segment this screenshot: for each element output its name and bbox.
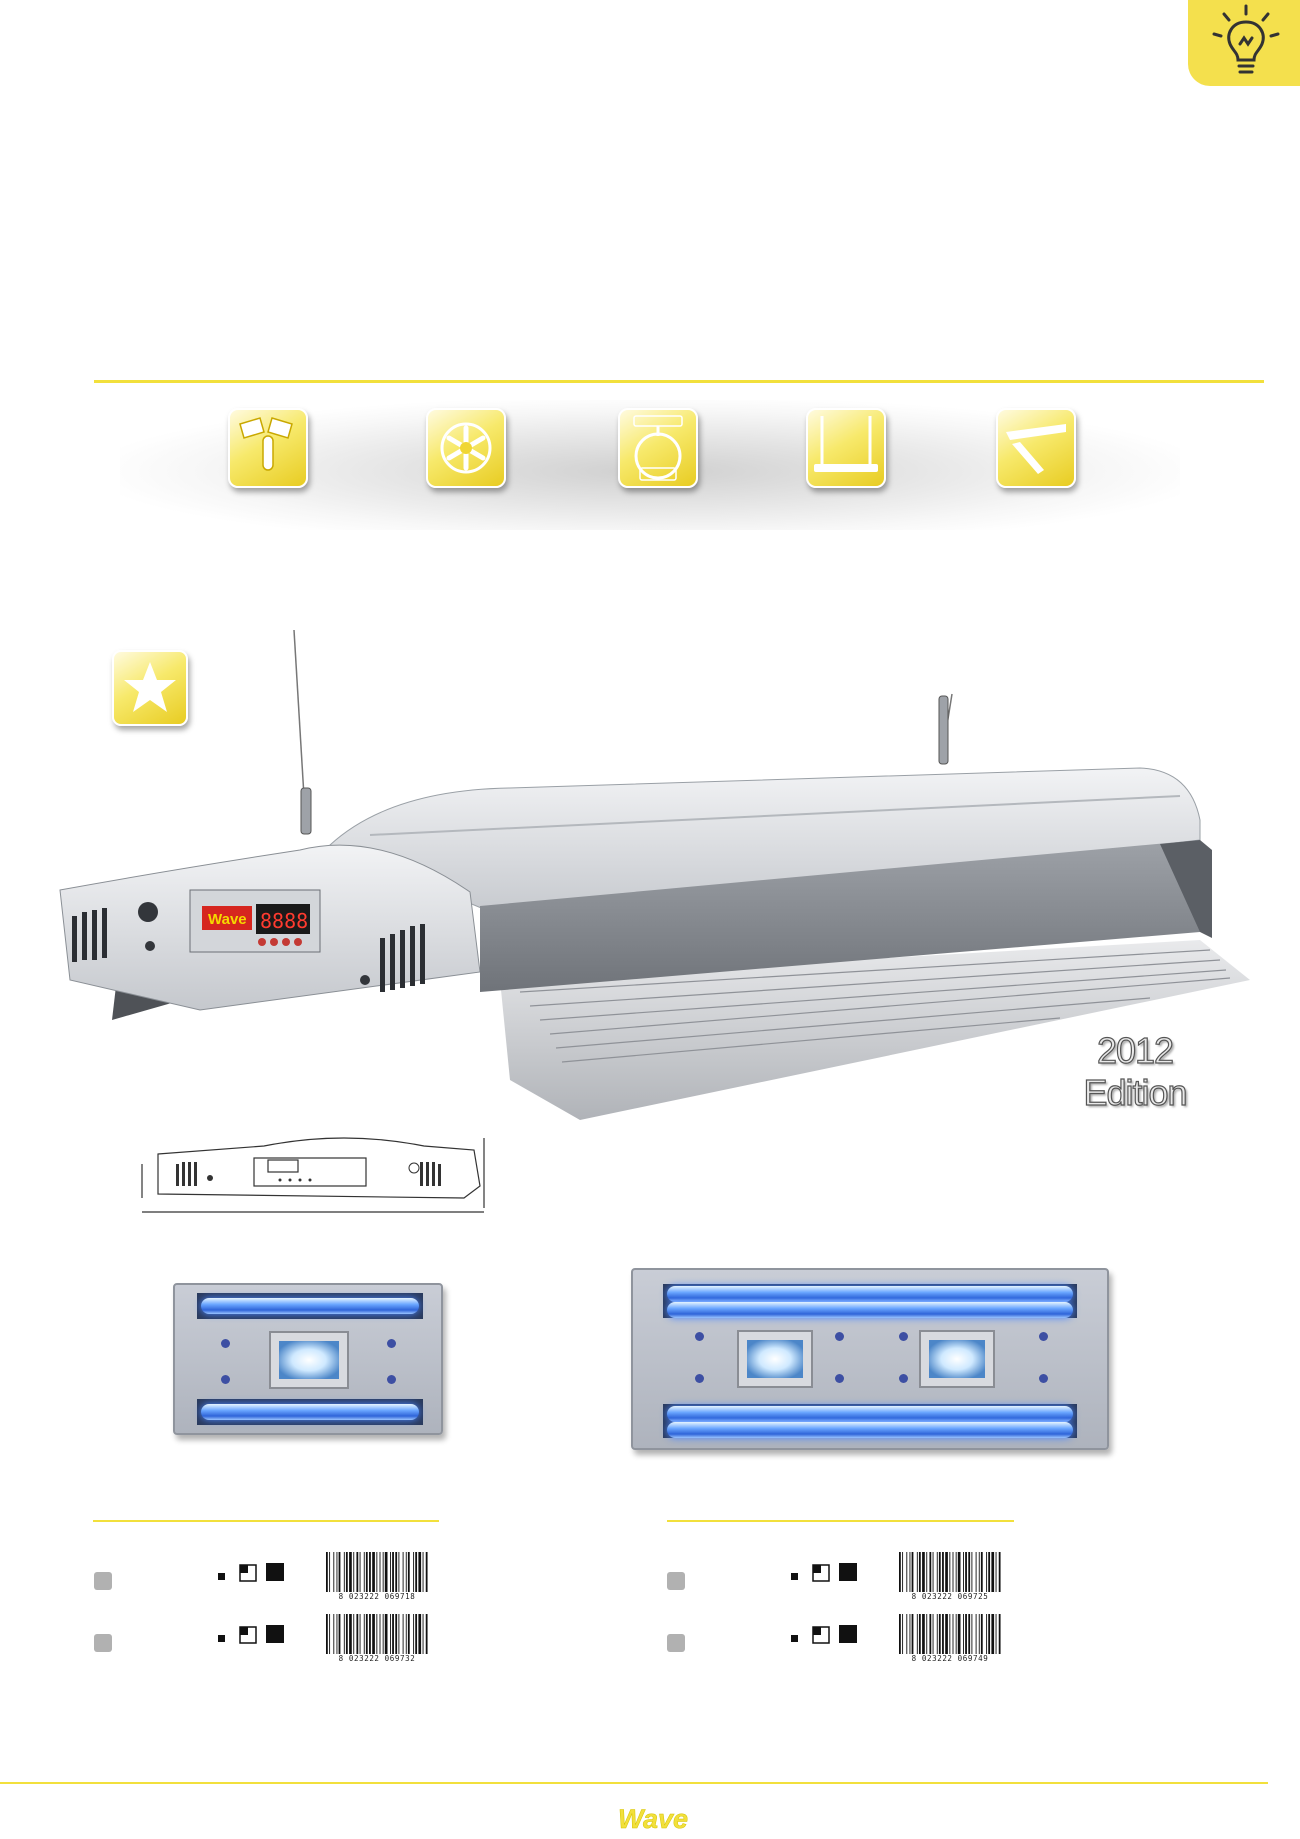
catalog-rule-left: [93, 1520, 439, 1522]
footer-rule: [0, 1782, 1268, 1784]
edition-year: 2012: [1096, 1029, 1174, 1071]
lamp-reflector-icon: [228, 408, 308, 488]
cooling-fan-icon: [426, 408, 506, 488]
grey-marker: [94, 1634, 112, 1652]
barcode-digits: 8 023222 069749: [911, 1654, 989, 1663]
dimension-drawing: [141, 1137, 485, 1213]
lightbulb-icon: [1212, 4, 1280, 74]
package-size-icon: [218, 1561, 288, 1588]
barcode-digits: 8 023222 069718: [338, 1592, 416, 1601]
luminaire-illustration: Wave 8888: [59, 629, 1250, 1120]
star-icon: [124, 662, 176, 712]
package-size-icon: [791, 1561, 861, 1588]
package-size-icon: [218, 1623, 288, 1650]
reflector-wing-icon: [996, 408, 1076, 488]
barcode-digits: 8 023222 069725: [911, 1592, 989, 1601]
barcode: 8 023222 069725: [897, 1552, 1003, 1602]
grey-marker: [94, 1572, 112, 1590]
footer-logo: Wave: [618, 1805, 688, 1833]
star-badge: [112, 650, 188, 726]
edition-word: Edition: [1083, 1071, 1188, 1113]
grey-marker: [667, 1572, 685, 1590]
barcode: 8 023222 069718: [324, 1552, 430, 1602]
edition-label: 2012 Edition: [1060, 1029, 1210, 1114]
section-rule: [94, 380, 1264, 383]
barcode: 8 023222 069749: [897, 1614, 1003, 1664]
package-size-icon: [791, 1623, 861, 1650]
grey-marker: [667, 1634, 685, 1652]
product-photo-large: [631, 1268, 1109, 1450]
corner-tab: [1188, 0, 1300, 86]
product-photo-small: [173, 1283, 443, 1435]
svg-text:8888: 8888: [260, 909, 308, 933]
barcode: 8 023222 069732: [324, 1614, 430, 1664]
panel-logo: Wave: [208, 911, 247, 928]
catalog-rule-right: [667, 1520, 1014, 1522]
suspension-kit-icon: [806, 408, 886, 488]
barcode-digits: 8 023222 069732: [338, 1654, 416, 1663]
digital-timer-icon: [618, 408, 698, 488]
footer-logo-text: Wave: [618, 1805, 688, 1833]
